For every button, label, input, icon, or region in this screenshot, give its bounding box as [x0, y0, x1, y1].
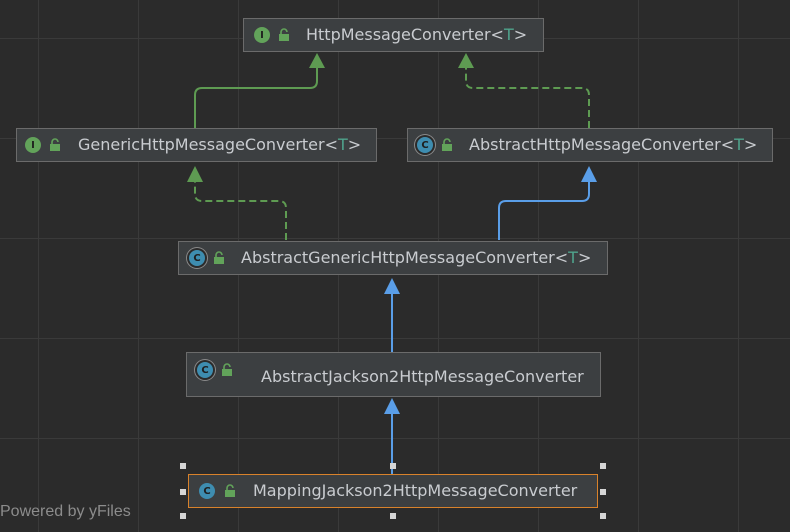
- unlocked-visibility-icon: [222, 363, 232, 376]
- unlocked-visibility-icon: [279, 28, 289, 41]
- abstract-class-icon: C: [189, 250, 205, 266]
- resize-handle-top-right[interactable]: [600, 463, 606, 469]
- type-parameter: T: [338, 135, 348, 154]
- node-label: AbstractGenericHttpMessageConverter<T>: [241, 248, 592, 267]
- type-parameter: T: [568, 248, 578, 267]
- node-http-message-converter[interactable]: I HttpMessageConverter<T>: [243, 18, 544, 52]
- arrowhead-abstracthttp: [581, 166, 597, 182]
- edge-abstractgeneric-to-generic: [194, 182, 287, 240]
- arrowhead-abstractgeneric: [384, 278, 400, 294]
- node-label: AbstractJackson2HttpMessageConverter: [261, 367, 584, 386]
- node-label: GenericHttpMessageConverter<T>: [78, 135, 362, 154]
- resize-handle-middle-left[interactable]: [180, 489, 186, 495]
- edge-generic-to-http: [194, 68, 318, 128]
- powered-by-watermark: Powered by yFiles: [0, 503, 131, 520]
- resize-handle-top-left[interactable]: [180, 463, 186, 469]
- interface-icon: I: [25, 137, 41, 153]
- resize-handle-bottom-center[interactable]: [390, 513, 396, 519]
- node-mapping-jackson2-http-message-converter[interactable]: C MappingJackson2HttpMessageConverter: [188, 474, 598, 508]
- edge-abstracthttp-to-http: [465, 68, 590, 128]
- abstract-class-icon: C: [197, 362, 213, 378]
- unlocked-visibility-icon: [50, 138, 60, 151]
- node-label: MappingJackson2HttpMessageConverter: [253, 481, 578, 500]
- interface-icon: I: [254, 27, 270, 43]
- resize-handle-bottom-right[interactable]: [600, 513, 606, 519]
- node-abstract-http-message-converter[interactable]: C AbstractHttpMessageConverter<T>: [407, 128, 773, 162]
- resize-handle-middle-right[interactable]: [600, 489, 606, 495]
- abstract-class-icon: C: [417, 137, 433, 153]
- type-parameter: T: [503, 25, 514, 44]
- type-parameter: T: [734, 135, 744, 154]
- node-label: AbstractHttpMessageConverter<T>: [469, 135, 758, 154]
- resize-handle-bottom-left[interactable]: [180, 513, 186, 519]
- node-label: HttpMessageConverter<T>: [306, 25, 528, 44]
- node-generic-http-message-converter[interactable]: I GenericHttpMessageConverter<T>: [16, 128, 377, 162]
- unlocked-visibility-icon: [225, 484, 235, 497]
- resize-handle-top-center[interactable]: [390, 463, 396, 469]
- arrowhead-http-right: [458, 53, 474, 68]
- arrowhead-generic: [187, 166, 203, 182]
- arrowhead-jackson: [384, 398, 400, 414]
- unlocked-visibility-icon: [442, 138, 452, 151]
- class-icon: C: [199, 483, 215, 499]
- node-abstract-jackson2-http-message-converter[interactable]: C AbstractJackson2HttpMessageConverter: [186, 352, 601, 397]
- arrowhead-http-left: [309, 53, 325, 68]
- unlocked-visibility-icon: [214, 251, 224, 264]
- edge-abstractgeneric-to-abstracthttp: [498, 182, 590, 240]
- node-abstract-generic-http-message-converter[interactable]: C AbstractGenericHttpMessageConverter<T>: [178, 241, 608, 275]
